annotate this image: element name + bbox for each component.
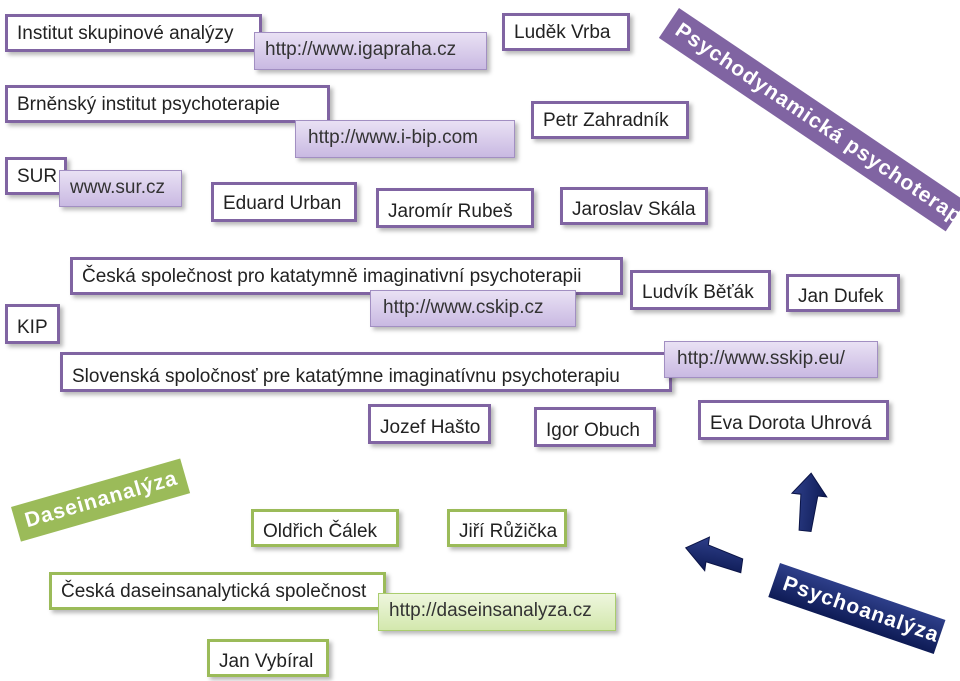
igap-url-box[interactable]: http://www.igapraha.cz bbox=[254, 32, 487, 70]
person-ludek-vrba: Luděk Vrba bbox=[502, 13, 630, 51]
sur-name: SUR bbox=[17, 166, 58, 187]
person-name: Jaromír Rubeš bbox=[388, 201, 513, 222]
person-jaromir-rubes: Jaromír Rubeš bbox=[376, 188, 534, 228]
person-name: Jan Dufek bbox=[798, 286, 884, 307]
dasein-society: Česká daseinsanalytická společnost bbox=[61, 581, 367, 602]
person-oldrich-calek: Oldřich Čálek bbox=[251, 509, 399, 547]
sskip-url-box[interactable]: http://www.sskip.eu/ bbox=[664, 341, 878, 378]
bip-name-box: Brněnský institut psychoterapie bbox=[5, 85, 330, 123]
person-eduard-urban: Eduard Urban bbox=[211, 182, 357, 222]
person-name: Oldřich Čálek bbox=[263, 521, 378, 542]
sur-url-box[interactable]: www.sur.cz bbox=[59, 170, 182, 207]
person-name: Jiří Růžička bbox=[459, 521, 558, 542]
person-jan-dufek: Jan Dufek bbox=[786, 274, 900, 312]
igap-name-box: Institut skupinové analýzy bbox=[5, 14, 262, 52]
person-name: Jozef Hašto bbox=[380, 417, 481, 438]
sur-url[interactable]: www.sur.cz bbox=[70, 177, 166, 198]
person-igor-obuch: Igor Obuch bbox=[534, 407, 656, 447]
dasein-url-box[interactable]: http://daseinsanalyza.cz bbox=[378, 593, 616, 631]
slovak-kip-society-box: Slovenská spoločnosť pre katatýmne imagi… bbox=[60, 352, 672, 392]
psychodynamic-banner-text: Psychodynamická psychoterapie bbox=[671, 18, 960, 240]
kip-label: KIP bbox=[17, 317, 48, 338]
person-ludvik-betak: Ludvík Běťák bbox=[630, 270, 771, 310]
czech-kip-society: Česká společnost pro katatymně imaginati… bbox=[82, 266, 582, 287]
person-jan-vybiral: Jan Vybíral bbox=[207, 639, 329, 677]
psychoanalysis-banner: Psychoanalýza bbox=[768, 563, 946, 655]
bip-name: Brněnský institut psychoterapie bbox=[17, 94, 280, 115]
person-name: Eva Dorota Uhrová bbox=[710, 413, 872, 434]
kip-box: KIP bbox=[5, 304, 60, 344]
czech-kip-society-box: Česká společnost pro katatymně imaginati… bbox=[70, 257, 623, 295]
person-name: Jan Vybíral bbox=[219, 651, 314, 672]
cskip-url-box[interactable]: http://www.cskip.cz bbox=[370, 290, 576, 327]
daseinanalysis-banner-text: Daseinanalýza bbox=[22, 466, 181, 533]
bip-url[interactable]: http://www.i-bip.com bbox=[308, 127, 478, 148]
person-name: Jaroslav Skála bbox=[572, 199, 696, 220]
cskip-url[interactable]: http://www.cskip.cz bbox=[383, 297, 544, 318]
igap-url[interactable]: http://www.igapraha.cz bbox=[265, 39, 457, 60]
person-name: Ludvík Běťák bbox=[642, 282, 754, 303]
person-jozef-hasto: Jozef Hašto bbox=[368, 404, 491, 444]
sur-name-box: SUR bbox=[5, 157, 67, 195]
person-petr-zahradnik: Petr Zahradník bbox=[531, 101, 689, 139]
igap-name: Institut skupinové analýzy bbox=[17, 23, 234, 44]
arrow-left-icon bbox=[684, 536, 744, 574]
person-jiri-ruzicka: Jiří Růžička bbox=[447, 509, 567, 547]
dasein-url[interactable]: http://daseinsanalyza.cz bbox=[389, 600, 592, 621]
dasein-society-box: Česká daseinsanalytická společnost bbox=[49, 572, 386, 610]
person-name: Luděk Vrba bbox=[514, 22, 611, 43]
person-name: Eduard Urban bbox=[223, 193, 342, 214]
person-eva-dorota-uhrova: Eva Dorota Uhrová bbox=[698, 400, 889, 440]
slovak-kip-society: Slovenská spoločnosť pre katatýmne imagi… bbox=[72, 366, 620, 387]
daseinanalysis-banner: Daseinanalýza bbox=[11, 458, 191, 542]
person-jaroslav-skala: Jaroslav Skála bbox=[560, 187, 708, 225]
bip-url-box[interactable]: http://www.i-bip.com bbox=[295, 120, 515, 158]
psychoanalysis-banner-text: Psychoanalýza bbox=[780, 571, 943, 647]
sskip-url[interactable]: http://www.sskip.eu/ bbox=[677, 348, 845, 369]
person-name: Igor Obuch bbox=[546, 420, 640, 441]
person-name: Petr Zahradník bbox=[543, 110, 669, 131]
arrow-up-icon bbox=[790, 472, 828, 533]
